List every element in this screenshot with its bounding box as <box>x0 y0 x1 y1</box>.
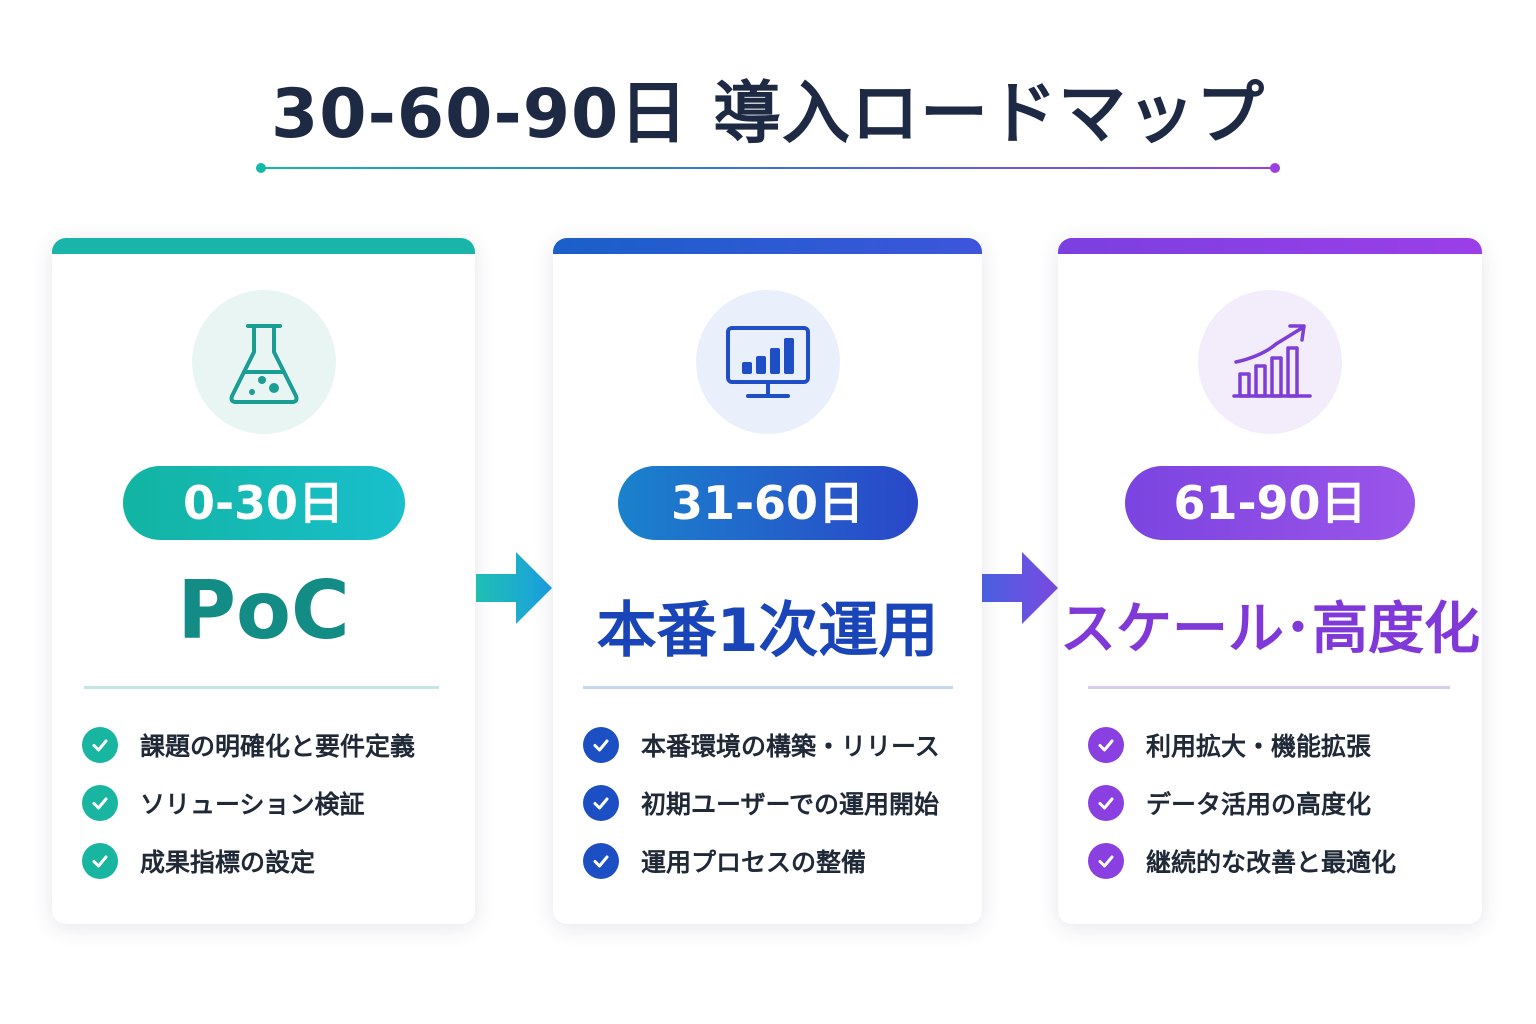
card-top-bar <box>52 238 475 254</box>
card-top-bar <box>553 238 982 254</box>
icon-circle <box>1198 290 1342 434</box>
task-text: 運用プロセスの整備 <box>641 848 867 877</box>
task-text: ソリューション検証 <box>140 790 365 819</box>
check-icon <box>1088 843 1124 879</box>
phase-card-scale: 61-90日 スケール･高度化 利用拡大・機能拡張 データ活用の高度化 継続的な… <box>1058 238 1482 924</box>
check-icon <box>82 785 118 821</box>
divider <box>1088 686 1450 689</box>
card-top-bar <box>1058 238 1482 254</box>
title-underline <box>256 163 1280 173</box>
phase-title: 本番1次運用 <box>596 596 939 666</box>
divider <box>583 686 953 689</box>
monitor-chart-icon <box>725 326 810 398</box>
list-item: 成果指標の設定 <box>82 832 455 890</box>
task-list: 本番環境の構築・リリース 初期ユーザーでの運用開始 運用プロセスの整備 <box>583 716 962 890</box>
list-item: 本番環境の構築・リリース <box>583 716 962 774</box>
phase-card-production: 31-60日 本番1次運用 本番環境の構築・リリース 初期ユーザーでの運用開始 … <box>553 238 982 924</box>
check-icon <box>1088 727 1124 763</box>
period-badge: 0-30日 <box>122 466 405 540</box>
phase-title: スケール･高度化 <box>1060 597 1480 662</box>
list-item: 利用拡大・機能拡張 <box>1088 716 1462 774</box>
page-title: 30-60-90日 導入ロードマップ <box>270 75 1265 154</box>
task-list: 課題の明確化と要件定義 ソリューション検証 成果指標の設定 <box>82 716 455 890</box>
period-badge: 31-60日 <box>617 466 918 540</box>
task-text: 本番環境の構築・リリース <box>641 732 940 761</box>
check-icon <box>583 843 619 879</box>
flask-icon <box>229 324 298 404</box>
list-item: データ活用の高度化 <box>1088 774 1462 832</box>
list-item: 継続的な改善と最適化 <box>1088 832 1462 890</box>
task-text: データ活用の高度化 <box>1146 790 1372 819</box>
phase-card-poc: 0-30日 PoC 課題の明確化と要件定義 ソリューション検証 成果指標の設定 <box>52 238 475 924</box>
icon-circle <box>191 290 336 434</box>
check-icon <box>82 727 118 763</box>
check-icon <box>583 727 619 763</box>
phase-title: PoC <box>177 564 350 657</box>
check-icon <box>82 843 118 879</box>
check-icon <box>583 785 619 821</box>
arrow-right-icon <box>982 552 1058 624</box>
task-text: 課題の明確化と要件定義 <box>140 732 416 761</box>
list-item: 課題の明確化と要件定義 <box>82 716 455 774</box>
list-item: 初期ユーザーでの運用開始 <box>583 774 962 832</box>
period-badge: 61-90日 <box>1125 466 1415 540</box>
check-icon <box>1088 785 1124 821</box>
list-item: 運用プロセスの整備 <box>583 832 962 890</box>
task-list: 利用拡大・機能拡張 データ活用の高度化 継続的な改善と最適化 <box>1088 716 1462 890</box>
task-text: 初期ユーザーでの運用開始 <box>641 790 940 819</box>
task-text: 利用拡大・機能拡張 <box>1146 732 1372 761</box>
growth-chart-icon <box>1232 324 1312 398</box>
task-text: 継続的な改善と最適化 <box>1146 848 1397 877</box>
task-text: 成果指標の設定 <box>140 848 316 877</box>
icon-circle <box>695 290 840 434</box>
arrow-right-icon <box>476 552 552 624</box>
divider <box>84 686 439 689</box>
list-item: ソリューション検証 <box>82 774 455 832</box>
